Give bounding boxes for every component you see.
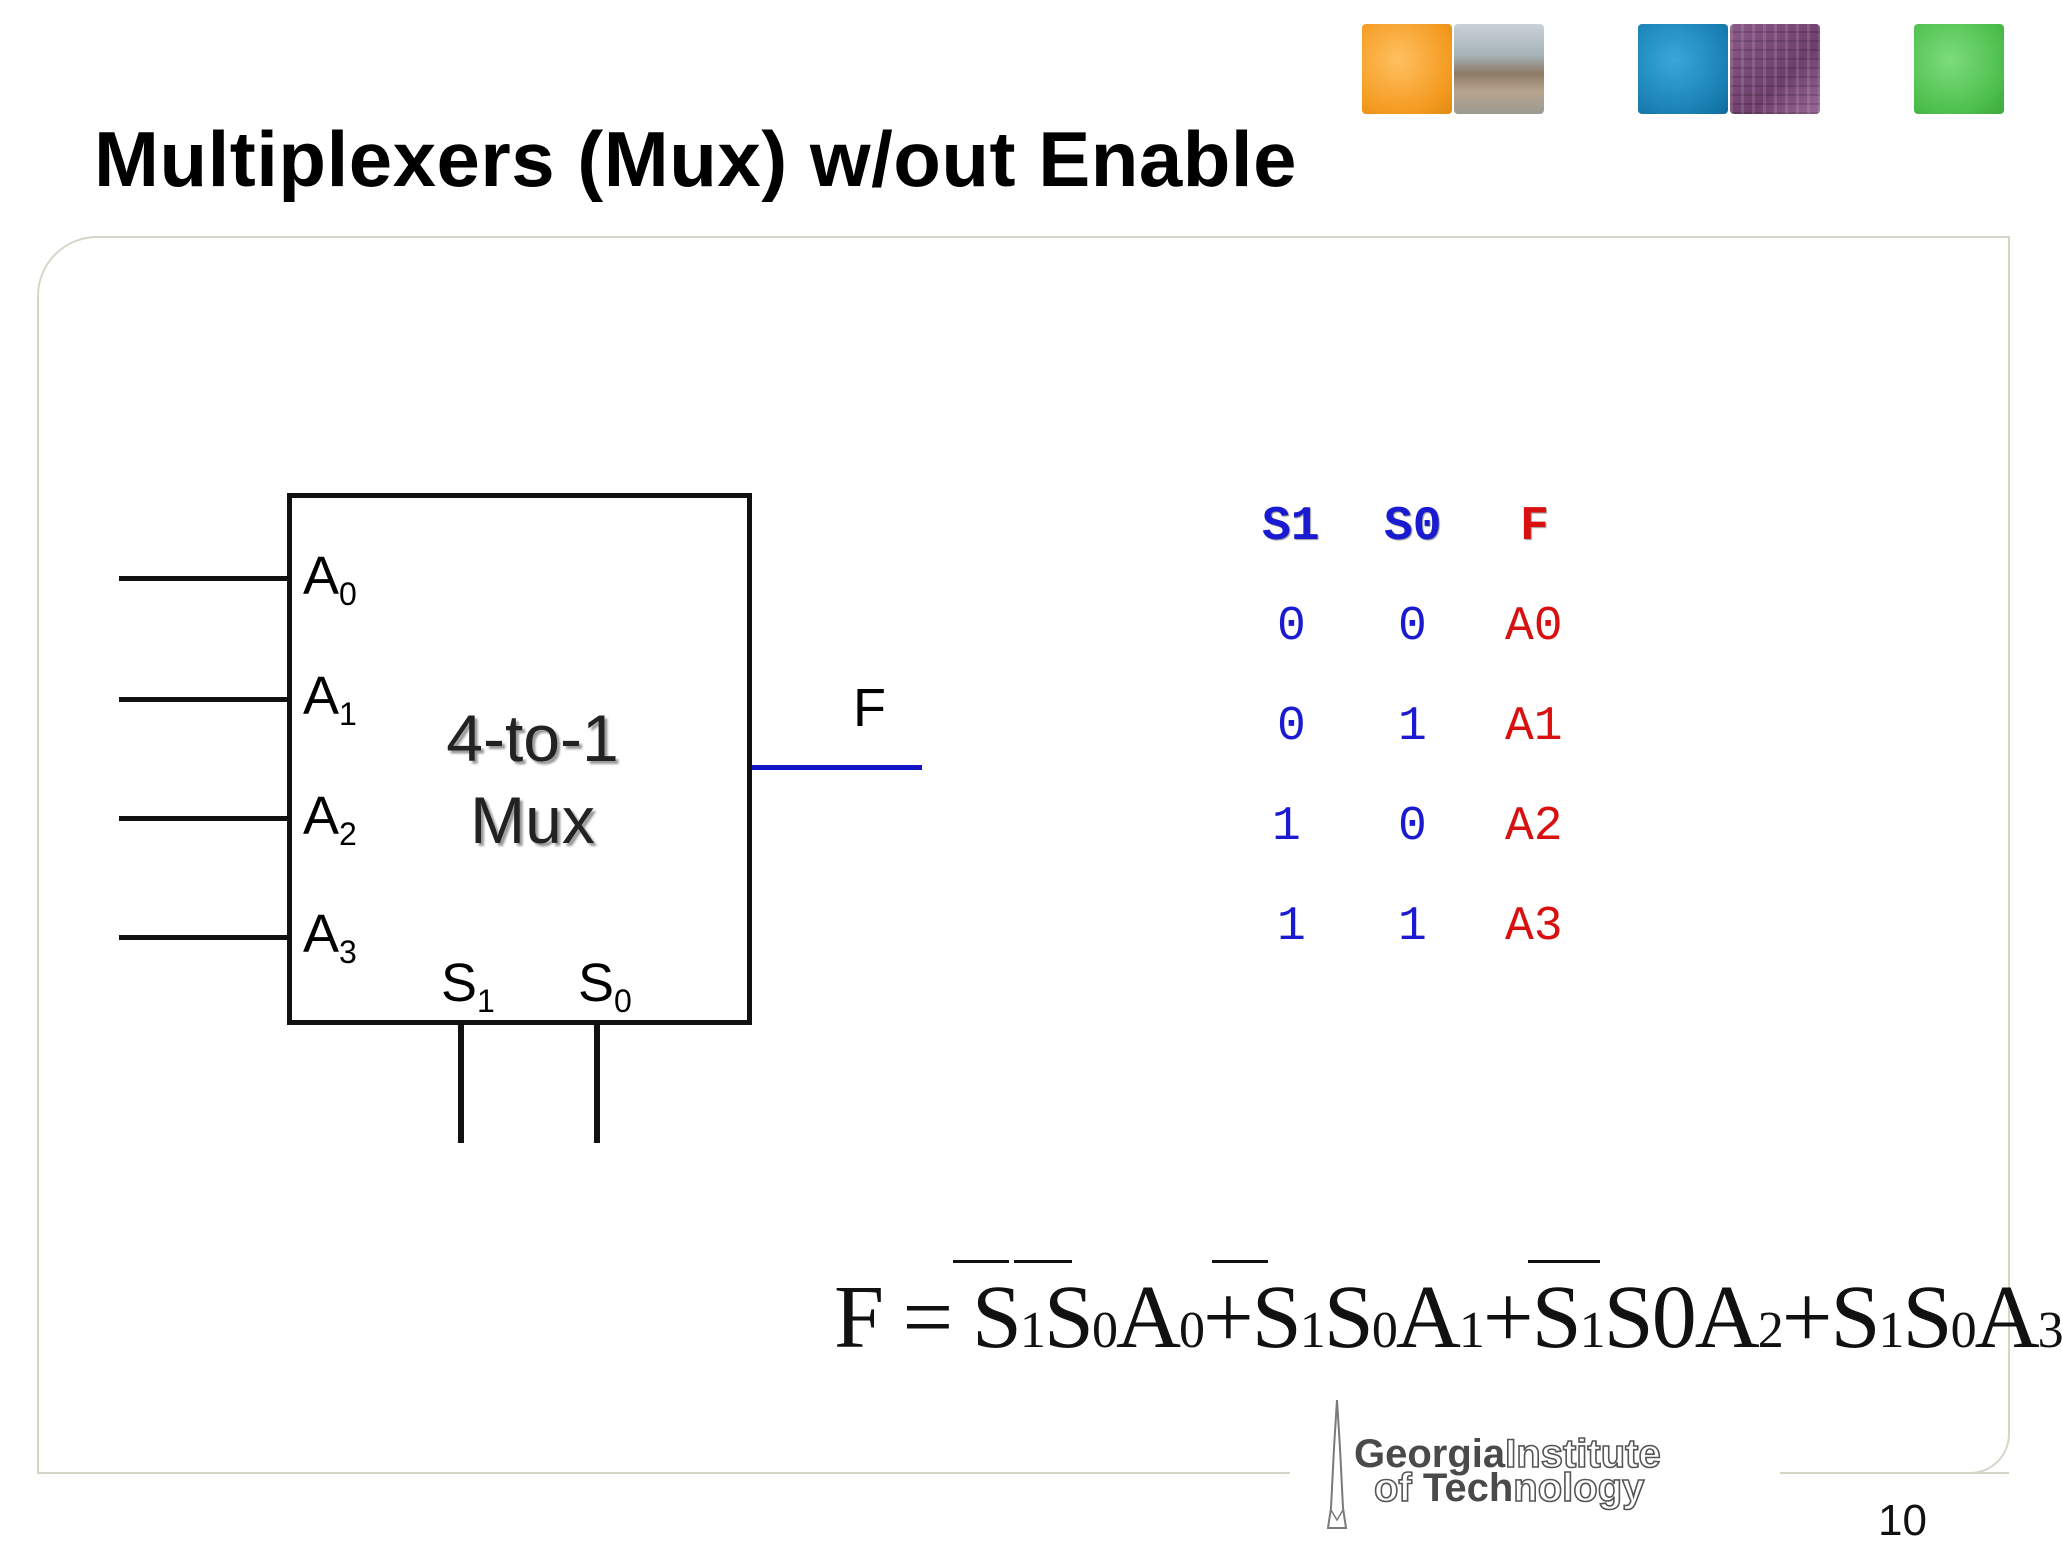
pin-s0-label: S0	[578, 953, 632, 1020]
input-wire-a2	[119, 816, 289, 821]
select-wire-s0	[594, 1023, 600, 1143]
truth-table-cell: 0	[1277, 700, 1306, 754]
truth-table-cell: 0	[1398, 600, 1427, 654]
truth-table-header-f: F	[1520, 500, 1549, 554]
mux-block	[287, 493, 752, 1025]
page-number: 10	[1878, 1496, 1927, 1545]
output-f-label: F	[853, 678, 886, 738]
pin-a2-label: A2	[303, 786, 357, 853]
pin-a3-label: A3	[303, 904, 357, 971]
equation-term-3: S1S0A3	[1830, 1268, 2062, 1367]
header-tile-teal	[1638, 24, 1728, 114]
overline-s1-term0	[953, 1260, 1009, 1263]
input-wire-a1	[119, 697, 289, 702]
pin-s1-label: S1	[441, 953, 495, 1020]
truth-table-cell: A1	[1505, 700, 1563, 754]
equation-plus: +	[1781, 1268, 1833, 1367]
truth-table-header-s0: S0	[1384, 500, 1442, 554]
equation-term-0: S1S0A0	[971, 1268, 1205, 1367]
truth-table-cell: 1	[1398, 900, 1427, 954]
header-tile-orange	[1362, 24, 1452, 114]
slide-title: Multiplexers (Mux) w/out Enable	[94, 115, 1297, 203]
logo-text-line1: GeorgiaInstitute	[1354, 1431, 1662, 1477]
truth-table-cell: 0	[1277, 600, 1306, 654]
header-tile-campus-photo	[1454, 24, 1544, 114]
truth-table-cell: 0	[1398, 800, 1427, 854]
header-tile-circuit-photo	[1730, 24, 1820, 114]
pin-a1-label: A1	[303, 666, 357, 733]
input-wire-a0	[119, 576, 289, 581]
truth-table-cell: A0	[1505, 600, 1563, 654]
pin-a0-label: A0	[303, 546, 357, 613]
overline-s0-term2	[1528, 1260, 1600, 1263]
logo-text-line2: of Technology	[1373, 1465, 1645, 1511]
equation-plus: +	[1482, 1268, 1534, 1367]
overline-s0-term0	[1014, 1260, 1072, 1263]
overline-s1-term1	[1212, 1260, 1268, 1263]
truth-table-header-s1: S1	[1262, 500, 1320, 554]
equation-plus: +	[1202, 1268, 1254, 1367]
truth-table-cell: A2	[1505, 800, 1563, 854]
equation-lhs: F =	[834, 1268, 953, 1367]
truth-table-cell: 1	[1277, 900, 1306, 954]
tower-icon	[1326, 1399, 1348, 1529]
output-wire-f	[752, 765, 922, 770]
mux-equation: F = S1S0A0+S1S0A1+S1S0A2+S1S0A3	[834, 1266, 2062, 1369]
truth-table-cell: 1	[1272, 800, 1301, 854]
equation-term-2: S1S0A2	[1531, 1268, 1784, 1367]
input-wire-a3	[119, 935, 289, 940]
truth-table-cell: A3	[1505, 900, 1563, 954]
mux-label-line2: Mux	[470, 783, 595, 857]
content-frame	[37, 236, 2009, 1474]
truth-table-cell: 1	[1398, 700, 1427, 754]
mux-label-line1: 4-to-1	[446, 701, 619, 775]
equation-term-1: S1S0A1	[1251, 1268, 1485, 1367]
header-tile-green	[1914, 24, 2004, 114]
footer-logo-area	[1290, 1394, 1780, 1536]
select-wire-s1	[458, 1023, 464, 1143]
